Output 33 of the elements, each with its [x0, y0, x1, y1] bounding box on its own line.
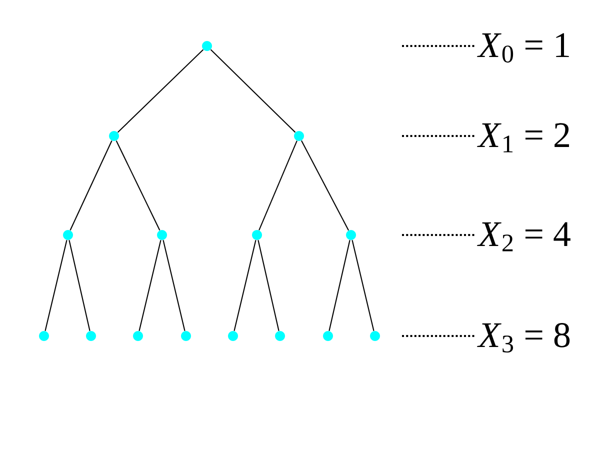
tree-edge — [162, 240, 186, 331]
tree-node-dot — [39, 331, 49, 341]
tree-edge — [210, 49, 296, 133]
tree-node-dot — [63, 230, 73, 240]
equation-label: X$_{1}$ = 2 — [477, 123, 569, 152]
tree-node-dot — [275, 331, 285, 341]
tree-edge — [138, 240, 162, 331]
tree-node-dot — [228, 331, 238, 341]
tree-node-dot — [252, 230, 262, 240]
tree-edge — [44, 240, 68, 331]
equation-label: X$_{2}$ = 4 — [477, 222, 570, 252]
tree-edge — [234, 240, 256, 331]
tree-node-dot — [370, 331, 380, 341]
tree-node-dot — [86, 331, 96, 341]
tree-edge — [328, 240, 350, 331]
tree-node-dot — [157, 230, 167, 240]
tree-edge — [258, 140, 298, 230]
tree-node-dot — [133, 331, 143, 341]
tree-edge — [258, 240, 280, 331]
tree-edge — [70, 140, 112, 230]
tree-edge — [352, 240, 374, 331]
tree-node-dot — [294, 131, 304, 141]
tree-edge — [68, 240, 90, 331]
tree-node-dot — [109, 131, 119, 141]
tree-node-dot — [181, 331, 191, 341]
tree-node-dot — [202, 41, 212, 51]
equation-label: X$_{3}$ = 8 — [477, 323, 570, 352]
tree-edge — [116, 140, 160, 230]
tree-node-dot — [346, 230, 356, 240]
equation-label: X$_{0}$ = 1 — [477, 33, 569, 63]
tree-edge — [117, 49, 204, 133]
tree-node-dot — [323, 331, 333, 341]
tree-edge — [300, 140, 350, 231]
